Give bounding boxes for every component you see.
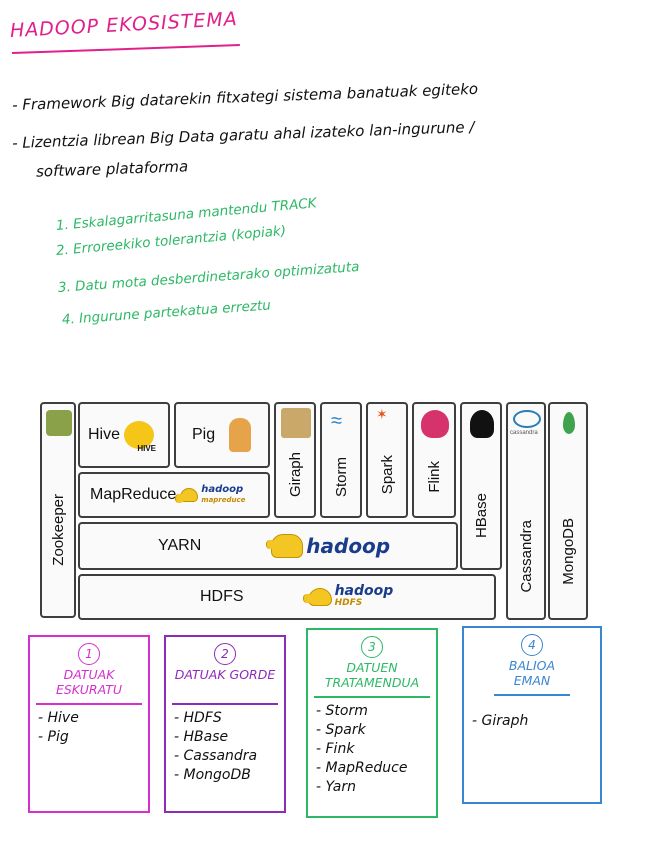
bullet-framework: - Framework Big datarekin fitxategi sist… [11,79,479,115]
storm-icon: ≈ [331,410,342,432]
mongodb-label: MongoDB [559,517,577,585]
giraph-box: Giraph [274,402,316,518]
mongodb-box: MongoDB [548,402,588,620]
category-divider [172,703,278,705]
hadoop-logo-text: hadoop [201,484,244,495]
elephant-icon [302,588,332,606]
yarn-label: YARN [158,537,202,554]
category-list: - Giraph [472,712,528,731]
bullet-license: - Lizentzia librean Big Data garatu ahal… [11,117,475,153]
zookeeper-box: Zookeeper [40,402,76,618]
category-title: DATUAK GORDE [174,667,276,682]
bullet-license-cont: software plataforma [35,157,189,181]
hbase-box: HBase [460,402,502,570]
pig-icon [229,418,252,452]
spark-icon: ✶ [376,406,388,422]
list-item: - Storm [316,703,368,719]
zookeeper-icon [46,410,72,436]
category-list: - Storm - Spark - Fink - MapReduce - Yar… [316,702,407,797]
list-item: - HBase [174,729,229,745]
hdfs-label: HDFS [200,588,244,605]
hadoop-mr-sub: mapreduce [201,496,246,504]
category-title: DATUAK ESKURATU [55,667,123,697]
yarn-box: YARN hadoop [78,522,458,570]
list-item: - Yarn [316,779,356,795]
spark-box: ✶ Spark [366,402,408,518]
pig-label: Pig [192,426,216,443]
hive-bee-icon: HIVE [124,421,156,453]
category-number: 3 [361,636,383,658]
category-divider [36,703,142,705]
list-item: - MongoDB [174,767,251,783]
hadoop-hdfs-logo: hadoop HDFS [302,583,394,609]
list-item: - Pig [38,729,69,745]
giraph-icon [281,408,311,438]
elephant-icon [175,488,199,503]
list-item: - HDFS [174,710,222,726]
list-item: - Fink [316,741,355,757]
category-number: 1 [78,643,100,665]
cassandra-sub: cassandra [510,430,538,436]
mongodb-leaf-icon [563,412,575,434]
giraph-label: Giraph [286,452,304,498]
storm-label: Storm [332,456,350,497]
hdfs-box: HDFS hadoop HDFS [78,574,496,620]
hive-sub: HIVE [137,444,157,453]
feature-4: 4. Ingurune partekatua erreztu [61,297,272,328]
flink-box: Flink [412,402,456,518]
hive-box: Hive HIVE [78,402,170,468]
category-divider [314,696,430,698]
category-list: - Hive - Pig [38,709,79,747]
feature-3: 3. Datu mota desberdinetarako optimizatu… [57,258,360,296]
mapreduce-label: MapReduce [90,486,177,503]
storm-box: ≈ Storm [320,402,362,518]
list-item: - MapReduce [316,760,408,776]
category-datuak-eskuratu: 1 DATUAK ESKURATU - Hive - Pig [28,635,150,813]
hadoop-mapreduce-logo: hadoop mapreduce [175,484,246,505]
category-title: DATUEN TRATAMENDUA [324,660,420,690]
hadoop-ecosystem-diagram: Zookeeper Hive HIVE Pig MapReduce hadoop… [40,398,588,622]
category-balioa-eman: 4 BALIOA EMAN - Giraph [462,626,602,804]
zookeeper-label: Zookeeper [49,494,67,566]
category-title: BALIOA EMAN [508,658,556,688]
cassandra-eye-icon [513,410,541,428]
flink-label: Flink [425,461,443,493]
cassandra-label: Cassandra [517,519,535,593]
flink-squirrel-icon [421,410,449,438]
list-item: - Spark [316,722,366,738]
list-item: - Giraph [472,713,529,729]
category-divider [494,694,570,696]
hadoop-logo-text: hadoop [334,583,394,599]
category-number: 2 [214,643,236,665]
category-datuak-gorde: 2 DATUAK GORDE - HDFS - HBase - Cassandr… [164,635,286,813]
hbase-label: HBase [472,493,490,539]
spark-label: Spark [378,455,396,495]
hadoop-hdfs-sub: HDFS [334,598,363,608]
category-number: 4 [521,634,543,656]
elephant-icon [266,534,304,558]
hadoop-logo-text: hadoop [306,534,391,558]
category-list: - HDFS - HBase - Cassandra - MongoDB [174,709,257,785]
hive-label: Hive [88,426,121,443]
list-item: - Cassandra [174,748,258,764]
mapreduce-box: MapReduce hadoop mapreduce [78,472,270,518]
page-title: HADOOP EKOSISTEMA [9,8,239,42]
pig-box: Pig [174,402,270,468]
title-underline [11,44,240,54]
category-datuen-tratamendua: 3 DATUEN TRATAMENDUA - Storm - Spark - F… [306,628,438,818]
hadoop-logo: hadoop [266,534,391,558]
list-item: - Hive [38,710,79,726]
cassandra-box: cassandra Cassandra [506,402,546,620]
hbase-orca-icon [470,410,494,438]
